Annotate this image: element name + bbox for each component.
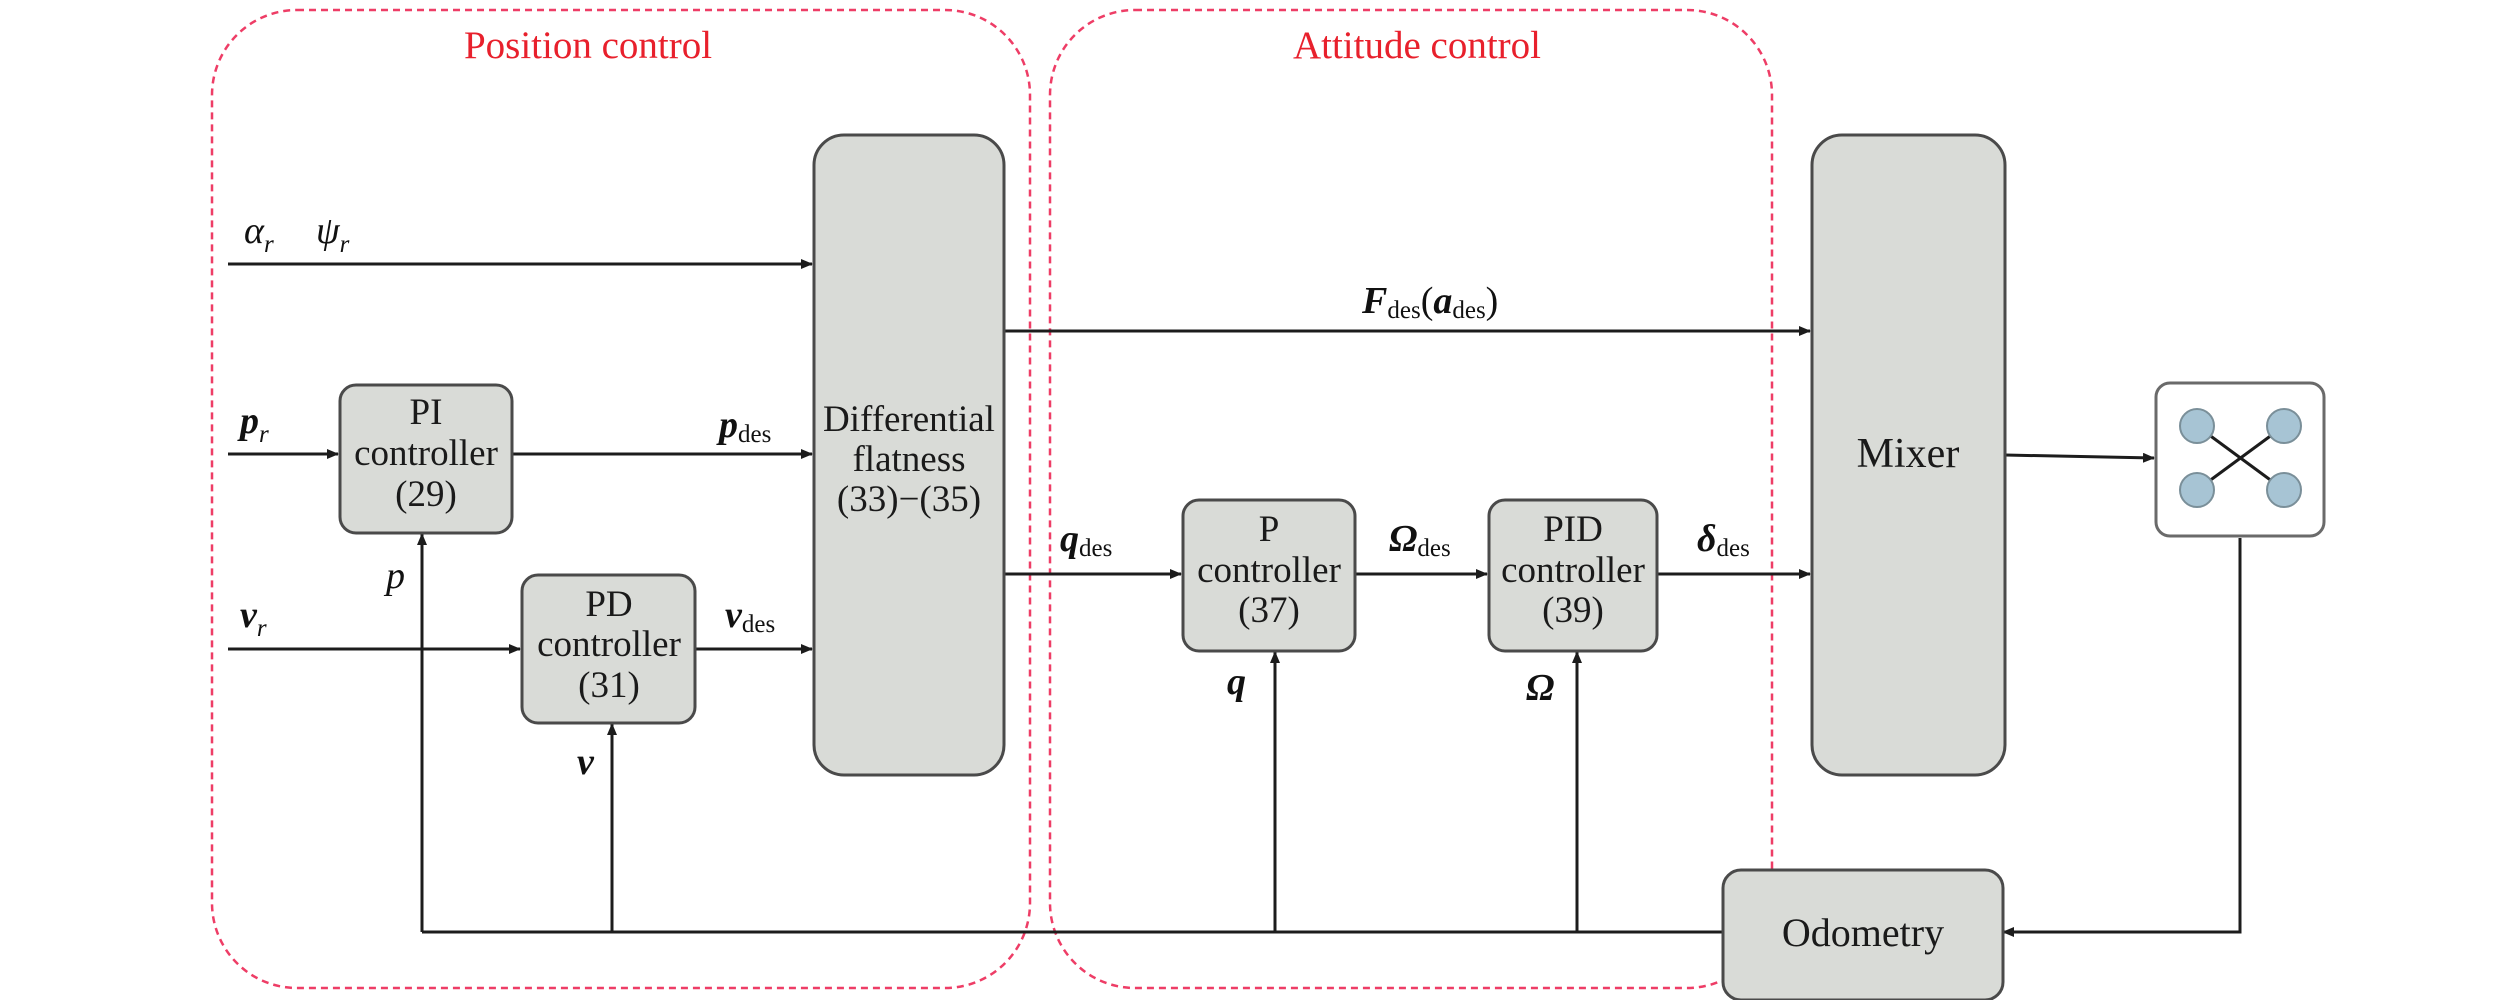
- rotor-icon: [2266, 408, 2302, 444]
- p-controller-line2: controller: [1197, 550, 1341, 591]
- position-control-region: Position control: [210, 8, 1032, 990]
- rotor-icon: [2266, 472, 2302, 508]
- p-controller-line3: (37): [1238, 590, 1300, 631]
- signal-labels: αr ψr pr vr p v pdes vdes Fdes(ades) qde…: [237, 210, 1750, 783]
- v-feedback-label: v: [577, 741, 595, 783]
- q-feedback-label: q: [1227, 661, 1246, 703]
- wire-plant-to-odometry: [2002, 538, 2242, 937]
- pi-controller-block: PI controller (29): [338, 383, 514, 535]
- pi-controller-line2: controller: [354, 433, 498, 474]
- pid-controller-line1: PID: [1543, 509, 1603, 550]
- force-des-label: Fdes(ades): [1361, 280, 1498, 324]
- differential-flatness-block: Differential flatness (33)−(35): [812, 133, 1006, 777]
- attitude-control-region: Attitude control: [1048, 8, 1774, 990]
- mixer-label: Mixer: [1857, 431, 1960, 477]
- wire-mixer-to-plant: [2004, 452, 2155, 463]
- omega-des-label: Ωdes: [1389, 518, 1451, 562]
- p-r-label: pr: [237, 400, 269, 448]
- alpha-r-label: αr: [244, 210, 274, 258]
- omega-feedback-label: Ω: [1526, 667, 1554, 709]
- quadrotor-icon: [2154, 381, 2326, 538]
- signal-wires: [228, 259, 2242, 937]
- pd-controller-line3: (31): [578, 665, 640, 706]
- rotor-icon: [2179, 408, 2215, 444]
- pi-controller-line1: PI: [410, 392, 443, 433]
- p-des-label: pdes: [716, 404, 771, 448]
- pi-controller-line3: (29): [395, 474, 457, 515]
- pid-controller-line2: controller: [1501, 550, 1645, 591]
- flatness-line2: flatness: [852, 439, 965, 480]
- pd-controller-line2: controller: [537, 624, 681, 665]
- pd-controller-line1: PD: [585, 584, 632, 625]
- p-feedback-label: p: [383, 555, 405, 597]
- q-des-label: qdes: [1060, 518, 1112, 562]
- flatness-line1: Differential: [823, 399, 995, 440]
- flatness-line3: (33)−(35): [837, 479, 981, 520]
- v-r-label: vr: [240, 594, 267, 642]
- odometry-label: Odometry: [1782, 910, 1944, 955]
- rotor-icon: [2179, 472, 2215, 508]
- p-controller-block: P controller (37): [1181, 498, 1357, 653]
- position-control-title: Position control: [464, 24, 712, 67]
- psi-r-label: ψr: [316, 210, 350, 258]
- pd-controller-block: PD controller (31): [520, 573, 697, 725]
- pid-controller-block: PID controller (39): [1487, 498, 1659, 653]
- pid-controller-line3: (39): [1542, 590, 1604, 631]
- delta-des-label: δdes: [1697, 518, 1750, 562]
- p-controller-line1: P: [1259, 509, 1280, 550]
- v-des-label: vdes: [725, 594, 775, 638]
- mixer-block: Mixer: [1810, 133, 2007, 777]
- odometry-block: Odometry: [1721, 868, 2005, 1000]
- attitude-control-title: Attitude control: [1293, 24, 1541, 67]
